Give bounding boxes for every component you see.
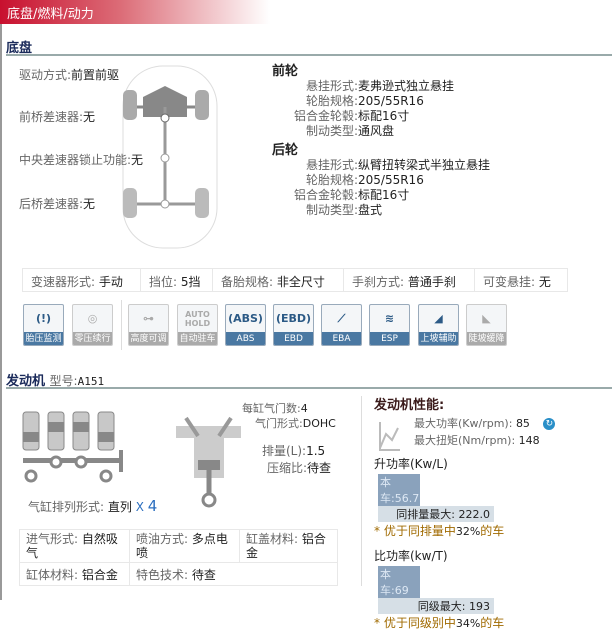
displacement: 排量(L):1.5: [262, 444, 326, 458]
valve-type: 气门形式:DOHC: [255, 417, 336, 430]
feature-icon-1[interactable]: ◎ 零压续行: [72, 304, 113, 346]
car-chassis-diagram: [122, 65, 218, 249]
front-wheel-title: 前轮: [272, 64, 299, 79]
feature-glyph-icon: ≋: [384, 312, 395, 325]
cell: 备胎规格: 非全尺寸: [213, 269, 344, 291]
section-header: 底盘/燃料/动力: [0, 0, 270, 24]
valves-per-cyl: 每缸气门数:4: [242, 402, 308, 415]
feature-glyph-icon: ◢: [434, 312, 443, 325]
chassis-table: 变速器形式: 手动 挡位: 5挡 备胎规格: 非全尺寸 手刹方式: 普通手刹 可…: [22, 268, 568, 292]
divider: [6, 54, 612, 56]
compression-ratio: 压缩比:待查: [267, 461, 332, 475]
panel-divider: [361, 396, 362, 586]
feature-glyph-icon: (EBD): [275, 312, 312, 325]
power-weight-note: * 优于同级别中34%的车: [374, 616, 505, 630]
max-power: 最大功率(Kw/rpm): 85 ↻: [414, 415, 604, 432]
feature-label: ABS: [226, 332, 265, 345]
feature-label: 陡坡缓降: [467, 332, 506, 345]
chassis-title: 底盘: [6, 41, 33, 56]
feature-label: 零压续行: [73, 332, 112, 345]
feature-icon-0[interactable]: (!) 胎压监测: [23, 304, 64, 346]
cell: 喷油方式: 多点电喷: [130, 530, 240, 562]
this-car-bar: 本车:69: [378, 566, 420, 598]
feature-label: 上坡辅助: [419, 332, 458, 345]
specific-power-note: * 优于同排量中32%的车: [374, 524, 505, 538]
feature-icon-7[interactable]: ≋ ESP: [369, 304, 410, 346]
cell: 挡位: 5挡: [141, 269, 213, 291]
drive-type: 驱动方式:前置前驱: [19, 68, 120, 82]
feature-glyph-icon: (ABS): [228, 312, 263, 325]
engine-table: 进气形式: 自然吸气 喷油方式: 多点电喷 缸盖材料: 铝合金 缸体材料: 铝合…: [19, 529, 338, 586]
power-weight-title: 比功率(kw/T): [374, 549, 448, 563]
performance-panel: 发动机性能: 最大功率(Kw/rpm): 85 ↻ 最大扭矩(Nm/rpm): …: [374, 398, 604, 631]
cell: 缸盖材料: 铝合金: [246, 532, 326, 560]
cell: 可变悬挂: 无: [483, 275, 551, 289]
feature-icon-5[interactable]: (EBD) EBD: [273, 304, 314, 346]
feature-label: ESP: [370, 332, 409, 345]
center-diff-lock: 中央差速器锁止功能:无: [19, 153, 144, 167]
feature-label: EBA: [322, 332, 361, 345]
refresh-icon[interactable]: ↻: [543, 418, 556, 430]
feature-glyph-icon: ◎: [87, 312, 98, 325]
feature-glyph-icon: ◣: [482, 312, 491, 325]
front-diff: 前桥差速器:无: [19, 110, 96, 124]
icon-divider: [121, 300, 122, 350]
performance-title: 发动机性能:: [374, 398, 445, 413]
feature-label: 高度可调: [129, 332, 168, 345]
engine-section-icon: [176, 416, 241, 508]
feature-icons: (!) 胎压监测 ◎ 零压续行 ⊶ 高度可调 AUTO HOLD 自动驻车 (ABS) ABS (E…: [0, 304, 612, 348]
feature-icon-9[interactable]: ◣ 陡坡缓降: [466, 304, 507, 346]
cylinders-icon: [22, 411, 123, 483]
feature-glyph-icon: (!): [35, 312, 52, 325]
feature-label: 胎压监测: [24, 332, 63, 345]
feature-label: EBD: [274, 332, 313, 345]
feature-icon-3[interactable]: AUTO HOLD 自动驻车: [177, 304, 218, 346]
feature-glyph-icon: AUTO HOLD: [184, 309, 211, 328]
feature-icon-4[interactable]: (ABS) ABS: [225, 304, 266, 346]
cell: 变速器形式: 手动: [23, 269, 141, 291]
wheel-specs: 前轮 悬挂形式:麦弗逊式独立悬挂 轮胎规格:205/55R16 铝合金轮毂:标配…: [272, 64, 491, 217]
max-bar: 同级最大: 193: [378, 598, 494, 614]
feature-icon-2[interactable]: ⊶ 高度可调: [128, 304, 169, 346]
cell: 缸体材料: 铝合金: [20, 563, 130, 585]
feature-glyph-icon: ⟋: [337, 311, 346, 325]
max-bar: 同排量最大: 222.0: [378, 506, 494, 522]
feature-label: 自动驻车: [178, 332, 217, 345]
cell: 特色技术: 待查: [136, 568, 216, 582]
feature-icon-6[interactable]: ⟋ EBA: [321, 304, 362, 346]
engine-title: 发动机 型号:A151: [6, 374, 105, 389]
rear-wheel-title: 后轮: [272, 143, 299, 158]
left-border: [0, 22, 2, 600]
cell: 手刹方式: 普通手刹: [344, 269, 475, 291]
chart-icon: [379, 422, 400, 451]
cylinder-layout: 气缸排列形式: 直列 X 4: [28, 497, 158, 515]
feature-glyph-icon: ⊶: [143, 312, 154, 325]
specific-power-title: 升功率(Kw/L): [374, 457, 448, 471]
feature-icon-8[interactable]: ◢ 上坡辅助: [418, 304, 459, 346]
this-car-bar: 本车:56.7: [378, 474, 420, 506]
rear-diff: 后桥差速器:无: [19, 197, 96, 211]
divider: [6, 387, 612, 389]
cell: 进气形式: 自然吸气: [20, 530, 130, 562]
max-torque: 最大扭矩(Nm/rpm): 148: [414, 434, 540, 447]
